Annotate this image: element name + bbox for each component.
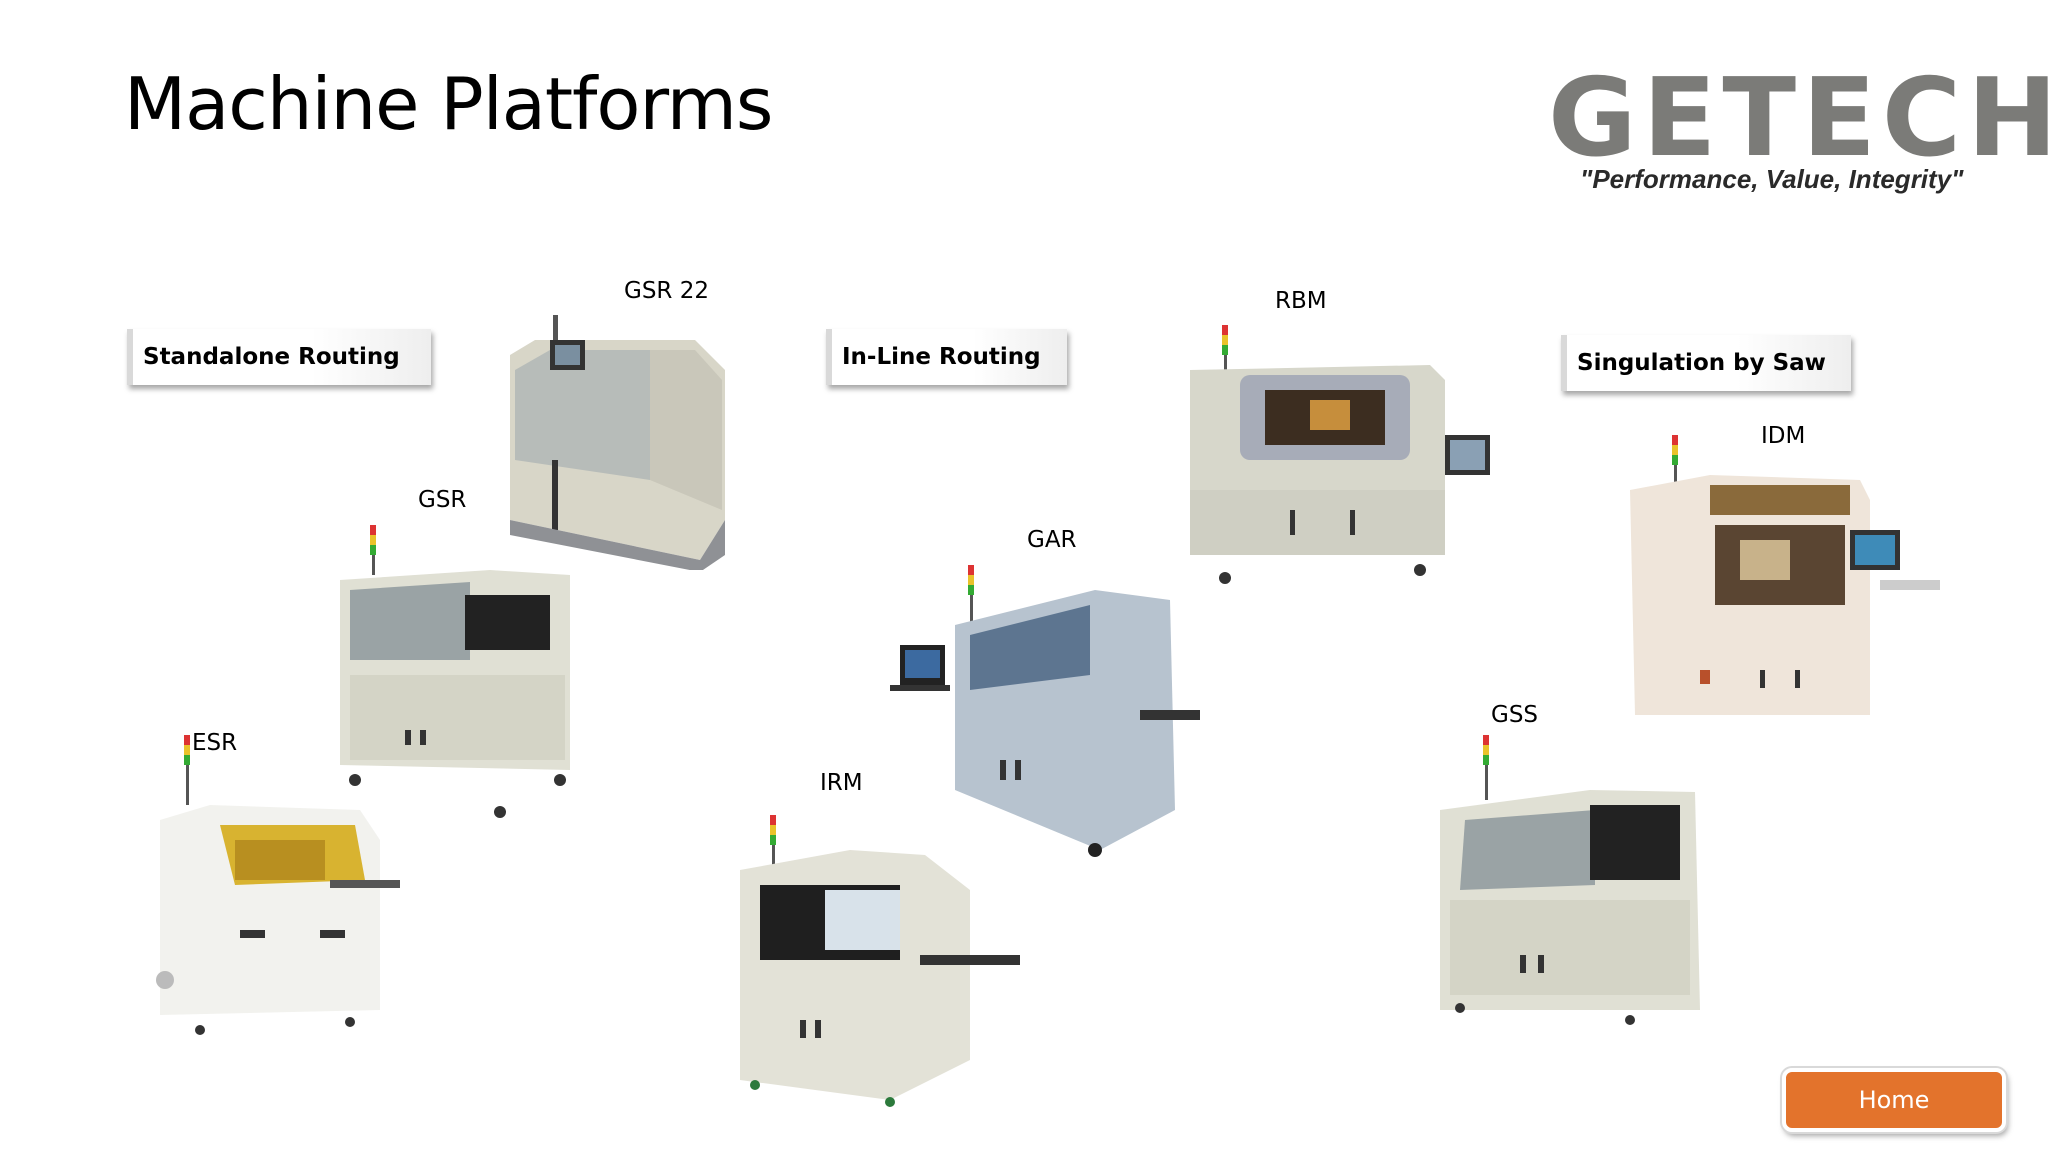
rbm-machine-image — [1190, 325, 1490, 584]
category-standalone-routing: Standalone Routing — [127, 329, 431, 385]
gss-machine-image — [1440, 735, 1700, 1025]
machine-label-esr: ESR — [192, 730, 238, 756]
machine-label-irm: IRM — [820, 770, 863, 796]
machine-label-gar: GAR — [1027, 527, 1077, 553]
irm-machine-image — [740, 815, 1020, 1107]
company-logo: GETECH "Performance, Value, Integrity" — [1548, 60, 2048, 210]
gar-machine-image — [890, 565, 1200, 857]
machine-label-gsr22: GSR 22 — [624, 278, 709, 304]
home-button[interactable]: Home — [1782, 1068, 2006, 1132]
machine-label-gsr: GSR — [418, 487, 467, 513]
machine-label-rbm: RBM — [1275, 288, 1327, 314]
category-singulation-by-saw: Singulation by Saw — [1561, 335, 1851, 391]
idm-machine-image — [1630, 435, 1940, 715]
category-inline-routing: In-Line Routing — [826, 329, 1067, 385]
machine-label-idm: IDM — [1761, 423, 1806, 449]
esr-machine-image — [156, 735, 400, 1035]
page-title: Machine Platforms — [124, 62, 773, 146]
logo-wordmark: GETECH — [1548, 56, 2048, 181]
gsr22-machine-image — [510, 315, 725, 570]
logo-tagline: "Performance, Value, Integrity" — [1580, 164, 1964, 194]
machine-label-gss: GSS — [1491, 702, 1539, 728]
gsr-machine-image — [340, 525, 570, 818]
